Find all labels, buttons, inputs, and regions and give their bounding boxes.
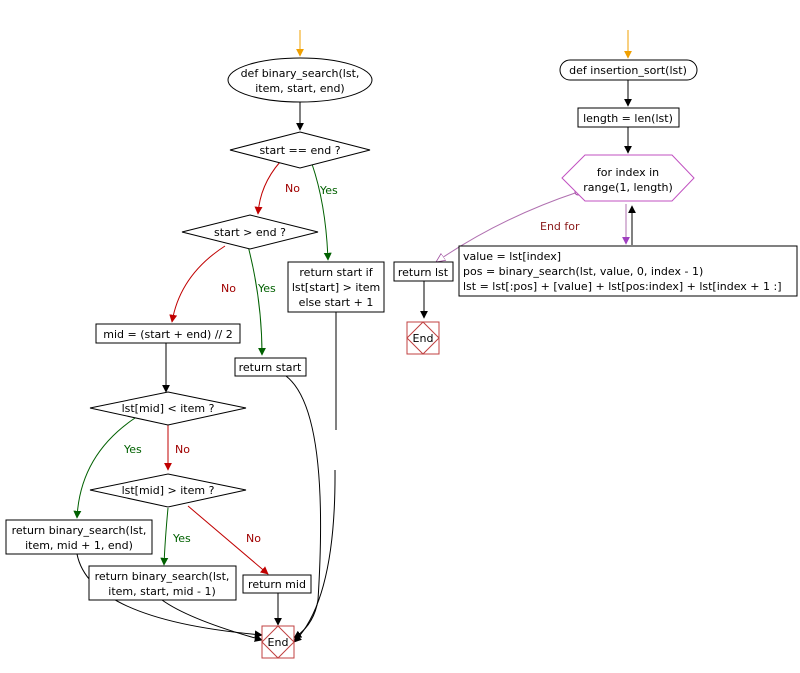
loop-line1: for index in	[597, 166, 659, 179]
binary-search-start-node: def binary_search(lst, item, start, end)	[227, 57, 373, 103]
decision-label: start > end ?	[214, 226, 286, 239]
yes-branch-connector	[247, 245, 266, 356]
yes-branch-connector	[73, 417, 136, 519]
return-if-line2: lst[start] > item	[292, 281, 380, 294]
body-line1: value = lst[index]	[463, 250, 561, 263]
yes-label: Yes	[172, 532, 191, 545]
no-label: No	[221, 282, 236, 295]
return-start-label: return start	[239, 361, 302, 374]
end-label: End	[413, 332, 434, 345]
no-label: No	[175, 443, 190, 456]
body-line3: lst = lst[:pos] + [value] + lst[pos:inde…	[463, 280, 782, 293]
mid-assign-node: mid = (start + end) // 2	[95, 323, 241, 344]
return-start-if-node: return start if lst[start] > item else s…	[287, 261, 385, 313]
insertion-sort-start-label: def insertion_sort(lst)	[569, 64, 687, 77]
mid-label: mid = (start + end) // 2	[103, 328, 233, 341]
connector	[76, 553, 263, 639]
no-label: No	[246, 532, 261, 545]
end-label: End	[268, 636, 289, 649]
no-branch-connector	[187, 505, 269, 575]
body-line2: pos = binary_search(lst, value, 0, index…	[463, 265, 703, 278]
insertion-sort-start-node: def insertion_sort(lst)	[559, 59, 698, 81]
decision-mid-greater-item: lst[mid] > item ?	[89, 473, 247, 508]
length-label: length = len(lst)	[583, 112, 673, 125]
connector	[294, 312, 337, 642]
recurse-right-line2: item, mid + 1, end)	[25, 539, 133, 552]
decision-start-equals-end: start == end ?	[229, 131, 371, 169]
return-mid-node: return mid	[242, 574, 312, 594]
recurse-left-line1: return binary_search(lst,	[95, 570, 230, 583]
yes-label: Yes	[123, 443, 142, 456]
end-for-connector	[436, 191, 579, 262]
return-lst-label: return lst	[398, 266, 449, 279]
return-if-line1: return start if	[299, 266, 373, 279]
start-label-line2: item, start, end)	[255, 82, 344, 95]
decision-start-greater-end: start > end ?	[181, 214, 319, 250]
yes-branch-connector	[311, 163, 332, 261]
for-loop-node: for index in range(1, length)	[561, 154, 695, 202]
yes-branch-connector	[160, 507, 169, 566]
decision-label: start == end ?	[259, 144, 340, 157]
recurse-right-line1: return binary_search(lst,	[12, 524, 147, 537]
no-branch-connector	[254, 161, 281, 215]
no-label: No	[285, 182, 300, 195]
insertion-sort-flow: def insertion_sort(lst) length = len(lst…	[393, 30, 798, 355]
binary-search-flow: def binary_search(lst, item, start, end)…	[5, 30, 385, 659]
connector	[285, 375, 322, 639]
recurse-right-node: return binary_search(lst, item, mid + 1,…	[5, 519, 153, 555]
insertion-sort-end-node: End	[406, 321, 440, 355]
start-label-line1: def binary_search(lst,	[241, 67, 360, 80]
no-branch-connector	[169, 245, 226, 323]
end-for-label: End for	[540, 220, 580, 233]
decision-label: lst[mid] > item ?	[122, 484, 215, 497]
recurse-left-line2: item, start, mid - 1)	[108, 585, 215, 598]
decision-label: lst[mid] < item ?	[122, 402, 215, 415]
return-lst-node: return lst	[393, 261, 454, 282]
binary-search-end-node: End	[261, 625, 295, 659]
return-mid-label: return mid	[248, 578, 306, 591]
return-if-line3: else start + 1	[299, 296, 374, 309]
connector	[161, 599, 263, 642]
yes-label: Yes	[257, 282, 276, 295]
loop-body-node: value = lst[index] pos = binary_search(l…	[458, 245, 798, 297]
length-assign-node: length = len(lst)	[577, 107, 680, 128]
decision-mid-less-item: lst[mid] < item ?	[89, 391, 247, 426]
loop-line2: range(1, length)	[583, 181, 673, 194]
recurse-left-node: return binary_search(lst, item, start, m…	[88, 565, 237, 601]
return-start-node: return start	[234, 357, 307, 377]
yes-label: Yes	[319, 184, 338, 197]
